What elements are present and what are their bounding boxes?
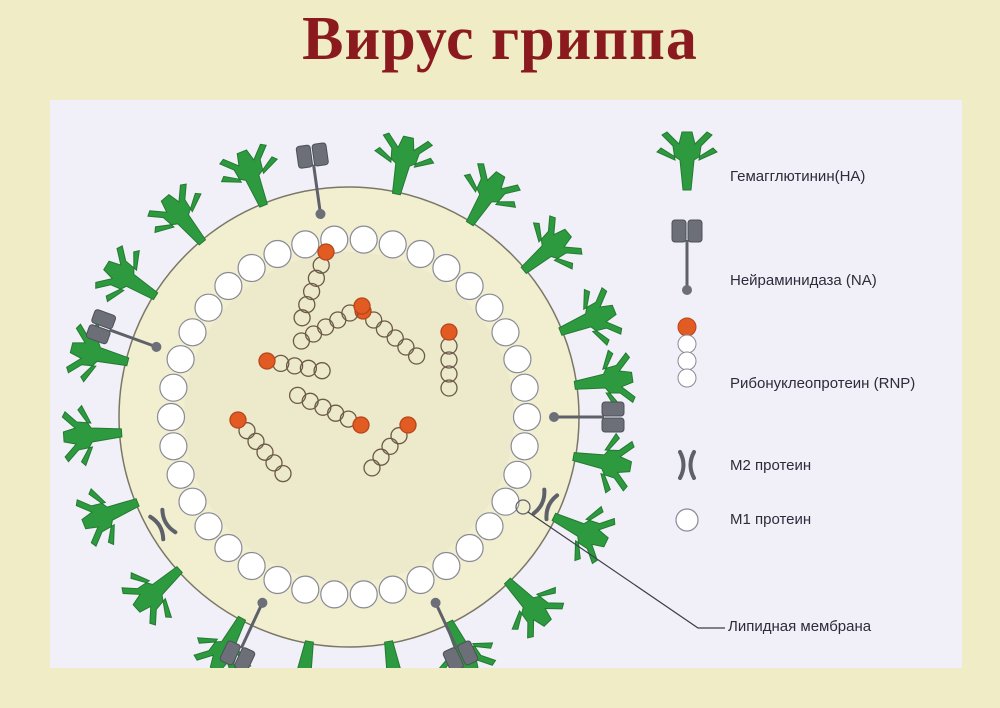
m1-protein [510, 432, 539, 461]
legend-na-icon [670, 218, 704, 297]
m1-protein [512, 402, 542, 432]
m1-protein [194, 512, 223, 541]
m1-protein [503, 345, 532, 374]
legend-ha-label: Гемагглютинин(HA) [730, 168, 866, 185]
rnp-strand [288, 386, 370, 434]
hemagglutinin-spike [61, 402, 125, 468]
m1-protein [237, 551, 266, 581]
m1-protein [406, 239, 435, 269]
m1-protein [491, 487, 520, 516]
m1-protein [166, 345, 195, 374]
rnp-strand [292, 297, 371, 350]
m1-protein [349, 225, 378, 254]
m1-protein-ring [156, 225, 542, 609]
diagram-panel: Гемагглютинин(HA) Нейраминидаза (NA) Риб… [50, 100, 962, 668]
legend-ha-icon [656, 131, 718, 191]
m1-protein [475, 293, 504, 322]
m1-protein [159, 373, 188, 402]
virus-interior [184, 252, 514, 582]
m1-protein [156, 402, 186, 432]
m1-protein [178, 487, 207, 516]
legend-m2-label: М2 протеин [730, 457, 812, 474]
m1-protein [378, 230, 407, 259]
legend-na-label: Нейраминидаза (NA) [730, 272, 877, 289]
m1-protein [510, 373, 539, 402]
m1-protein [214, 271, 243, 301]
m1-protein [503, 460, 532, 489]
m1-protein [349, 580, 378, 609]
m1-protein [237, 253, 266, 283]
m1-protein [159, 432, 188, 461]
m1-protein [455, 533, 484, 563]
rnp-strand [293, 243, 335, 327]
m1-protein [194, 293, 223, 322]
legend-rnp-icon [677, 317, 697, 388]
rnp-strand [229, 411, 292, 483]
m1-protein [291, 575, 320, 604]
rnp-strand [363, 416, 417, 477]
m1-protein [263, 239, 292, 269]
m1-protein [263, 565, 292, 595]
m1-protein [378, 575, 407, 604]
m1-protein [432, 253, 461, 283]
m1-protein [406, 565, 435, 595]
virus-diagram [61, 130, 725, 668]
membrane-pointer-line [527, 511, 725, 629]
diagram-title: Вирус гриппа [302, 5, 698, 73]
m1-protein [491, 318, 520, 347]
m1-protein [432, 551, 461, 581]
m1-protein [291, 230, 320, 259]
legend-m2-icon [678, 450, 696, 480]
m1-protein [455, 271, 484, 301]
m1-protein [214, 533, 243, 563]
m1-protein [178, 318, 207, 347]
legend-m1-label: М1 протеин [730, 511, 812, 528]
rnp-strand [258, 352, 331, 380]
legend-rnp-label: Рибонуклеопротеин (RNP) [730, 375, 916, 392]
rnp-strands [229, 243, 458, 483]
m1-protein [475, 512, 504, 541]
m1-protein [320, 580, 349, 609]
rnp-strand [440, 323, 458, 397]
m1-protein [166, 460, 195, 489]
membrane-marker [515, 499, 531, 515]
legend-m1-icon [675, 508, 699, 532]
legend-membrane-label: Липидная мембрана [728, 618, 872, 635]
